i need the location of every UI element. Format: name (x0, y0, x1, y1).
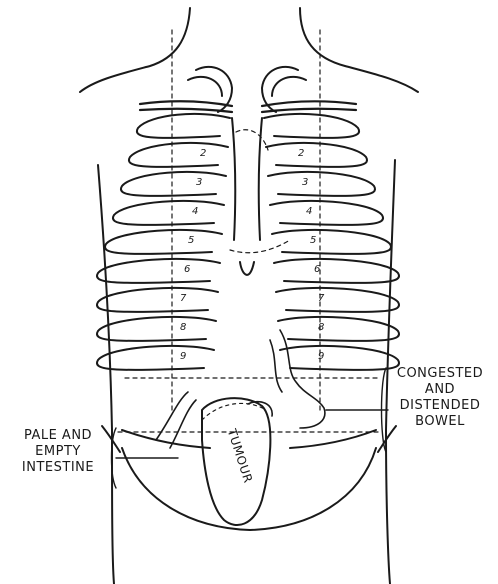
rib-left (97, 346, 214, 370)
rib-left (129, 143, 228, 167)
clavicle-left (140, 101, 232, 106)
rib-right (268, 172, 375, 196)
ribs-left (97, 114, 230, 370)
clavicle-right (262, 101, 356, 106)
label-line: BOWEL (388, 414, 492, 430)
rib-number-left: 9 (180, 351, 186, 362)
label-pale-intestine: PALE AND EMPTY INTESTINE (4, 428, 112, 476)
neck-shoulder-left (80, 8, 190, 92)
rib-right (266, 143, 367, 167)
label-congested-bowel: CONGESTED AND DISTENDED BOWEL (388, 366, 492, 430)
rib-left (97, 288, 218, 312)
rib-number-right: 8 (318, 322, 324, 333)
torso-left-side (98, 165, 114, 584)
rib-right (264, 114, 359, 138)
intestines (156, 330, 325, 448)
rib-number-right: 6 (314, 264, 320, 275)
rib-number-left: 7 (180, 293, 186, 304)
xiphoid (240, 262, 254, 275)
label-line: EMPTY (4, 444, 112, 460)
rib-left (97, 259, 220, 283)
rib-right (274, 259, 399, 283)
ribs-right (264, 114, 399, 370)
rib-number-left: 4 (192, 206, 198, 217)
label-line: DISTENDED (388, 398, 492, 414)
rib-number-left: 6 (184, 264, 190, 275)
rib-left (137, 114, 230, 138)
rib-number-right: 9 (318, 351, 324, 362)
rib-right (276, 288, 399, 312)
label-line: CONGESTED (388, 366, 492, 382)
rib-number-right: 7 (318, 293, 324, 304)
neck-shoulder-right (300, 8, 418, 92)
rib-number-left: 3 (196, 177, 202, 188)
rib-right (270, 201, 383, 225)
rib-left (97, 317, 216, 341)
rib-left (105, 230, 222, 254)
rib-number-right: 3 (302, 177, 308, 188)
rib-number-left: 2 (200, 148, 206, 159)
rib-number-right: 5 (310, 235, 316, 246)
label-line: AND (388, 382, 492, 398)
rib-number-right: 4 (306, 206, 312, 217)
first-ribs (188, 67, 306, 112)
body-outline (80, 8, 418, 584)
label-line: PALE AND (4, 428, 112, 444)
rib-number-left: 5 (188, 235, 194, 246)
rib-right (280, 346, 399, 370)
rib-left (121, 172, 226, 196)
sternum (232, 118, 262, 275)
rib-right (278, 317, 399, 341)
rib-right (272, 230, 391, 254)
rib-number-right: 2 (298, 148, 304, 159)
label-line: INTESTINE (4, 460, 112, 476)
rib-left (113, 201, 224, 225)
rib-number-left: 8 (180, 322, 186, 333)
bowel-loop (280, 330, 325, 428)
